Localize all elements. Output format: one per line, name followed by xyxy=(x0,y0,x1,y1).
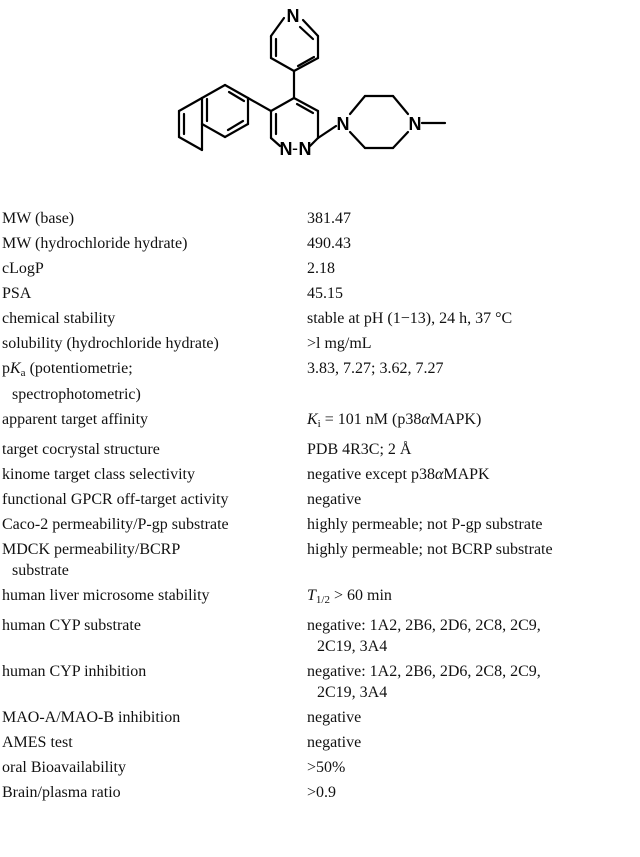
table-row: MAO-A/MAO-B inhibition negative xyxy=(0,707,640,732)
table-row: human CYP substrate negative: 1A2, 2B6, … xyxy=(0,615,640,661)
property-label: human CYP substrate xyxy=(2,617,141,634)
atom-label-piperazine-n1: N xyxy=(337,114,350,134)
table-row: Caco-2 permeability/P-gp substrate highl… xyxy=(0,514,640,539)
property-value: 490.43 xyxy=(307,235,351,252)
property-value: negative: 1A2, 2B6, 2D6, 2C8, 2C9,2C19, … xyxy=(307,663,541,701)
property-value: 45.15 xyxy=(307,285,343,302)
property-value: negative except p38αMAPK xyxy=(307,466,490,483)
table-row: target cocrystal structure PDB 4R3C; 2 Å xyxy=(0,439,640,464)
property-value: negative xyxy=(307,491,362,508)
property-label: MW (hydrochloride hydrate) xyxy=(2,235,188,252)
table-row: MW (base) 381.47 xyxy=(0,208,640,233)
property-value: negative: 1A2, 2B6, 2D6, 2C8, 2C9,2C19, … xyxy=(307,617,541,655)
property-value: negative xyxy=(307,734,362,751)
property-value: 381.47 xyxy=(307,210,351,227)
property-label: apparent target affinity xyxy=(2,411,149,428)
atom-label-pyridazine-bond: - xyxy=(292,138,298,158)
property-value: >0.9 xyxy=(307,784,337,801)
table-row: solubility (hydrochloride hydrate) >l mg… xyxy=(0,333,640,358)
property-value: 2.18 xyxy=(307,260,335,277)
property-label: PSA xyxy=(2,285,32,302)
structure-bonds xyxy=(177,16,447,152)
property-label: target cocrystal structure xyxy=(2,441,160,458)
table-row: Brain/plasma ratio >0.9 xyxy=(0,782,640,807)
property-value: negative xyxy=(307,709,362,726)
table-row: kinome target class selectivity negative… xyxy=(0,464,640,489)
property-value: highly permeable; not P-gp substrate xyxy=(307,516,543,533)
property-label: Brain/plasma ratio xyxy=(2,784,121,801)
property-value: stable at pH (1−13), 24 h, 37 °C xyxy=(307,310,513,327)
property-label: MW (base) xyxy=(2,210,75,227)
property-value: >50% xyxy=(307,759,346,776)
property-label: human CYP inhibition xyxy=(2,663,147,680)
table-row: human CYP inhibition negative: 1A2, 2B6,… xyxy=(0,661,640,707)
properties-table: MW (base) 381.47 MW (hydrochloride hydra… xyxy=(0,208,640,807)
property-value: 3.83, 7.27; 3.62, 7.27 xyxy=(307,360,444,377)
table-row: functional GPCR off-target activity nega… xyxy=(0,489,640,514)
property-label: human liver microsome stability xyxy=(2,587,210,604)
property-label: chemical stability xyxy=(2,310,116,327)
property-label: solubility (hydrochloride hydrate) xyxy=(2,335,219,352)
property-value: T1/2 > 60 min xyxy=(307,587,392,606)
property-label: cLogP xyxy=(2,260,44,277)
property-label: functional GPCR off-target activity xyxy=(2,491,229,508)
atom-label-piperazine-n4: N xyxy=(409,114,422,134)
table-row: cLogP 2.18 xyxy=(0,258,640,283)
property-value: highly permeable; not BCRP substrate xyxy=(307,541,553,558)
table-row: AMES test negative xyxy=(0,732,640,757)
table-row: PSA 45.15 xyxy=(0,283,640,308)
atom-label-pyridazine-n1: N xyxy=(280,139,293,159)
table-row: apparent target affinity Ki = 101 nM (p3… xyxy=(0,409,640,439)
property-value: PDB 4R3C; 2 Å xyxy=(307,441,412,458)
property-value: >l mg/mL xyxy=(307,335,372,352)
property-label: AMES test xyxy=(2,734,73,751)
property-label: pKa (potentiometrie;spectrophotometric) xyxy=(2,360,141,403)
table-row: chemical stability stable at pH (1−13), … xyxy=(0,308,640,333)
table-row: MW (hydrochloride hydrate) 490.43 xyxy=(0,233,640,258)
property-label: Caco-2 permeability/P-gp substrate xyxy=(2,516,229,533)
atom-label-pyridine-n: N xyxy=(287,6,300,26)
table-row: pKa (potentiometrie;spectrophotometric) … xyxy=(0,358,640,409)
property-label: MAO-A/MAO-B inhibition xyxy=(2,709,181,726)
property-label: oral Bioavailability xyxy=(2,759,126,776)
atom-label-pyridazine-n2: N xyxy=(299,139,312,159)
table-row: oral Bioavailability >50% xyxy=(0,757,640,782)
chemical-structure: N N - N N N xyxy=(177,6,447,159)
property-value: Ki = 101 nM (p38αMAPK) xyxy=(307,411,482,430)
property-label: kinome target class selectivity xyxy=(2,466,195,483)
table-row: human liver microsome stability T1/2 > 6… xyxy=(0,585,640,615)
